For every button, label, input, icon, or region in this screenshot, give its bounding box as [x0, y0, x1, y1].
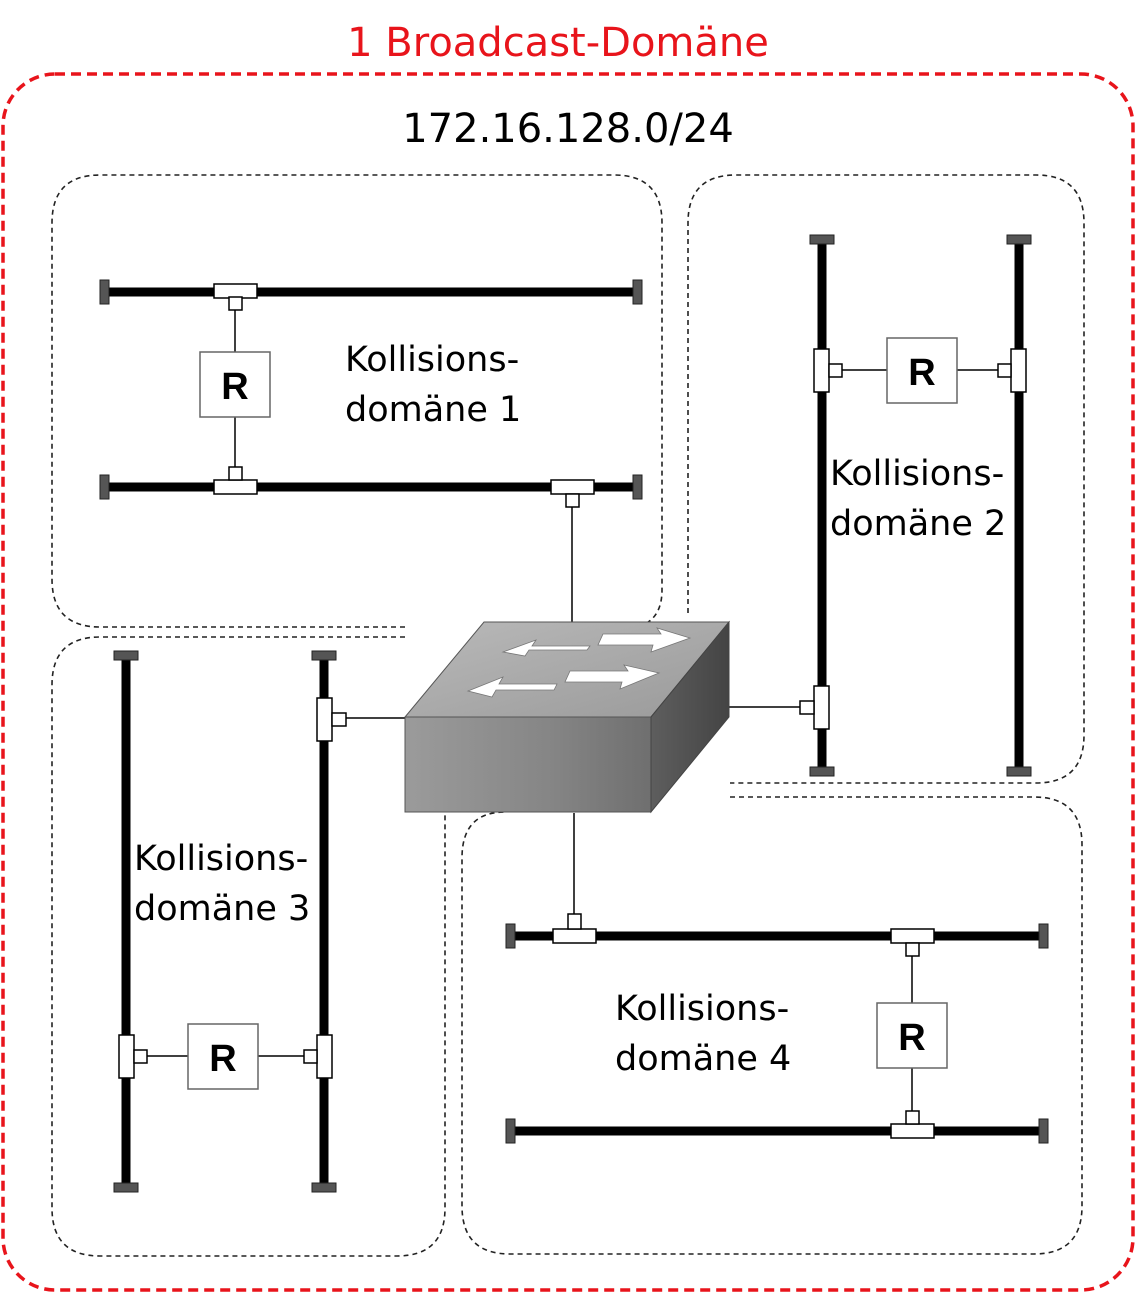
collision-domain-1-label-line2: domäne 1 [345, 390, 521, 430]
arrow-icon [501, 639, 591, 657]
cable-terminator-icon [99, 474, 110, 500]
broadcast-domain-boundary [1, 72, 1135, 1292]
collision-domain-4-boundary [461, 796, 1083, 1255]
svg-text:Kollisions- domäne 2: Kollisions- domäne 2 [830, 454, 1015, 544]
t-connector-icon [1010, 348, 1027, 393]
repeater-icon [199, 351, 271, 418]
t-connector-icon [303, 1049, 318, 1064]
cable-terminator-icon [1006, 766, 1032, 777]
cable-terminator-icon [99, 279, 110, 305]
cable-terminator-icon [632, 279, 643, 305]
switch-side-face [650, 620, 730, 814]
repeater-icon [187, 1023, 259, 1090]
collision-domain-3-label-line1: Kollisions- [134, 839, 308, 879]
collision-domain-2-label-line1: Kollisions- [830, 454, 1004, 494]
t-connector-icon [228, 466, 243, 481]
t-connector-icon [997, 363, 1012, 378]
t-connector-icon [552, 928, 597, 944]
cable-terminator-icon [311, 1182, 337, 1193]
switch-front-face [404, 716, 652, 813]
cable-terminator-icon [505, 1118, 516, 1144]
repeater-label: R [209, 1038, 236, 1080]
switch-icon [403, 620, 731, 814]
svg-text:Kollisions- domäne 3: Kollisions- domäne 3 [134, 839, 319, 929]
broadcast-domain-title: 1 Broadcast-Domäne [347, 20, 769, 66]
cable-terminator-icon [809, 234, 835, 245]
cable-terminator-icon [113, 650, 139, 661]
arrow-icon [466, 676, 558, 698]
t-connector-icon [331, 712, 347, 727]
t-connector-icon [567, 913, 582, 930]
t-connector-icon [316, 1034, 333, 1079]
t-connector-icon [213, 479, 258, 495]
cable-terminator-icon [311, 650, 337, 661]
t-connector-icon [905, 1110, 920, 1125]
t-connector-icon [550, 479, 595, 495]
cable-terminator-icon [809, 766, 835, 777]
collision-domain-2: R Kollisions- domäne 2 [799, 234, 1032, 777]
cable-terminator-icon [113, 1182, 139, 1193]
repeater-label: R [221, 366, 248, 408]
t-connector-icon [813, 685, 830, 730]
collision-domain-2-boundary [687, 174, 1085, 784]
t-connector-icon [133, 1049, 148, 1064]
repeater-icon [886, 337, 958, 404]
cable-terminator-icon [1038, 923, 1049, 949]
collision-domain-1-label-line1: Kollisions- [345, 340, 519, 380]
svg-text:Kollisions- domäne 4: Kollisions- domäne 4 [615, 989, 800, 1079]
t-connector-icon [213, 283, 258, 299]
cable-terminator-icon [1006, 234, 1032, 245]
repeater-icon [876, 1002, 948, 1069]
t-connector-icon [890, 1123, 935, 1139]
t-connector-icon [828, 363, 843, 378]
cable-terminator-icon [1038, 1118, 1049, 1144]
t-connector-icon [316, 697, 333, 742]
arrow-icon [597, 627, 692, 653]
collision-domain-1: R Kollisions- domäne 1 [99, 279, 643, 508]
collision-domain-3-boundary [51, 636, 446, 1257]
collision-domain-4: R Kollisions- domäne 4 [505, 913, 1049, 1144]
t-connector-icon [799, 700, 815, 715]
repeater-label: R [908, 352, 935, 394]
collision-domain-1-boundary [51, 174, 663, 628]
cable-terminator-icon [632, 474, 643, 500]
collision-domain-3-label-line2: domäne 3 [134, 889, 310, 929]
collision-domain-4-label-line2: domäne 4 [615, 1039, 791, 1079]
t-connector-icon [228, 296, 243, 311]
subnet-label: 172.16.128.0/24 [402, 106, 734, 152]
arrow-icon [564, 664, 661, 690]
t-connector-icon [890, 928, 935, 944]
t-connector-icon [905, 942, 920, 957]
repeater-label: R [898, 1017, 925, 1059]
collision-domain-4-label-line1: Kollisions- [615, 989, 789, 1029]
t-connector-icon [813, 348, 830, 393]
t-connector-icon [565, 493, 580, 508]
svg-text:Kollisions- domäne 1: Kollisions- domäne 1 [345, 340, 530, 430]
t-connector-icon [118, 1034, 135, 1079]
collision-domain-2-label-line2: domäne 2 [830, 504, 1006, 544]
cable-terminator-icon [505, 923, 516, 949]
collision-domain-3: R Kollisions- domäne 3 [113, 650, 347, 1193]
